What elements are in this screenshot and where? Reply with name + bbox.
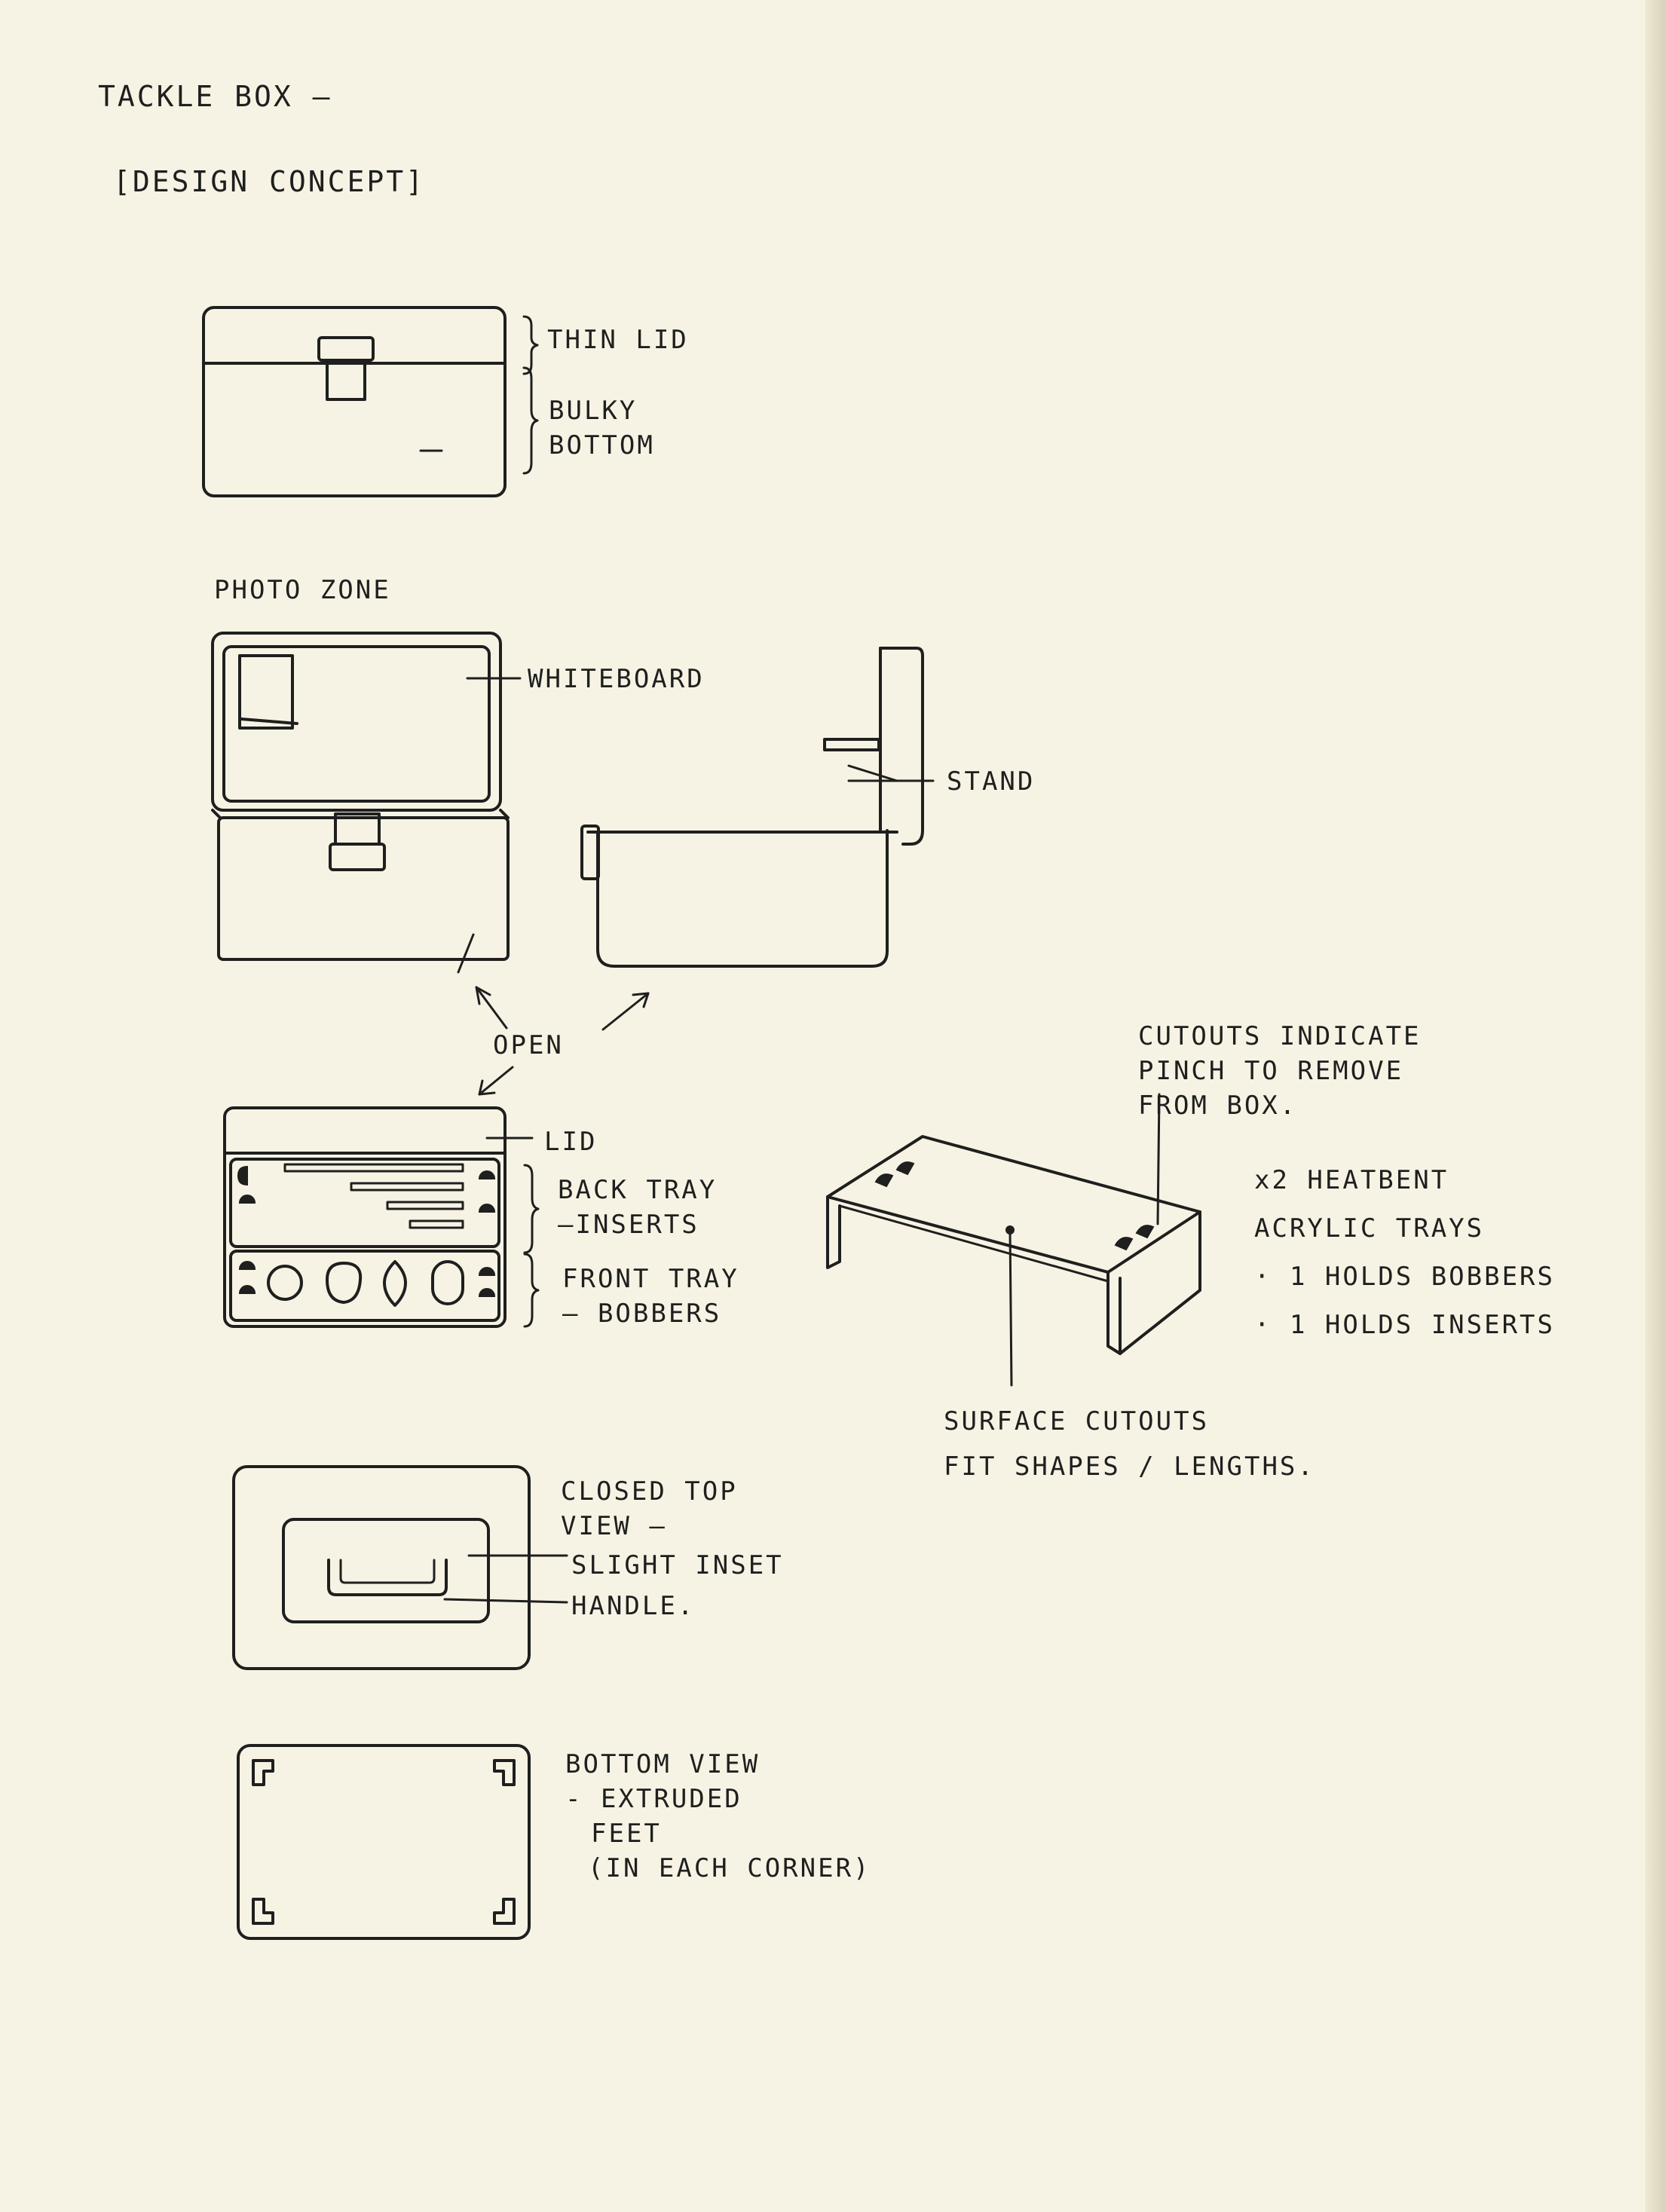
acrylic-tray-sketch	[826, 1093, 1201, 1387]
surface-note-line-1: SURFACE CUTOUTS	[944, 1406, 1210, 1436]
tray-layout-sketch	[223, 1106, 540, 1328]
photo-zone-label: PHOTO ZONE	[214, 575, 391, 605]
bottom-view-caption: BOTTOM VIEW - EXTRUDED FEET (IN EACH COR…	[565, 1747, 871, 1886]
tray-note-line-3: · 1 HOLDS BOBBERS	[1254, 1262, 1555, 1292]
cutouts-note-line-2: PINCH TO REMOVE	[1138, 1056, 1404, 1086]
slight-inset-label: SLIGHT INSET	[571, 1550, 784, 1580]
closed-top-line-2: VIEW —	[561, 1511, 667, 1541]
bulky-bottom-line-2: BOTTOM	[549, 430, 655, 460]
cutouts-note: CUTOUTS INDICATE PINCH TO REMOVE FROM BO…	[1138, 1019, 1422, 1123]
tray-note-line-4: · 1 HOLDS INSERTS	[1254, 1310, 1555, 1340]
front-tray-label: FRONT TRAY — BOBBERS	[562, 1262, 739, 1331]
bottom-view-line-2: - EXTRUDED	[565, 1784, 742, 1814]
open-label: OPEN	[493, 1030, 564, 1060]
lid-label: LID	[544, 1127, 598, 1157]
closed-top-line-1: CLOSED TOP	[561, 1476, 738, 1507]
closed-top-view-sketch	[232, 1465, 568, 1670]
closed-top-caption: CLOSED TOP VIEW —	[561, 1474, 738, 1544]
cutouts-note-line-1: CUTOUTS INDICATE	[1138, 1021, 1422, 1051]
tray-note-line-1: x2 HEATBENT	[1254, 1165, 1449, 1195]
bottom-view-line-1: BOTTOM VIEW	[565, 1749, 761, 1779]
front-tray-line-1: FRONT TRAY	[562, 1264, 739, 1294]
back-tray-line-2: —INSERTS	[558, 1210, 699, 1240]
page-edge	[1645, 0, 1665, 2212]
bottom-view-line-3: FEET	[591, 1819, 662, 1849]
closed-box-front-sketch	[202, 306, 539, 497]
bulky-bottom-line-1: BULKY	[549, 396, 638, 426]
cutouts-note-line-3: FROM BOX.	[1138, 1091, 1298, 1121]
back-tray-line-1: BACK TRAY	[558, 1175, 718, 1205]
tray-note-line-2: ACRYLIC TRAYS	[1254, 1213, 1485, 1244]
stand-label: STAND	[947, 766, 1036, 797]
open-box-whiteboard-sketch	[211, 632, 510, 961]
page-subtitle: [DESIGN CONCEPT]	[113, 165, 426, 198]
bulky-bottom-label: BULKY BOTTOM	[549, 393, 655, 463]
tray-note: x2 HEATBENT ACRYLIC TRAYS · 1 HOLDS BOBB…	[1254, 1156, 1555, 1349]
bottom-view-sketch	[237, 1744, 531, 1940]
whiteboard-label: WHITEBOARD	[528, 664, 705, 694]
back-tray-label: BACK TRAY —INSERTS	[558, 1173, 717, 1242]
handle-label: HANDLE.	[571, 1591, 696, 1621]
open-box-side-sketch	[580, 647, 924, 968]
front-tray-line-2: — BOBBERS	[562, 1299, 722, 1329]
surface-note: SURFACE CUTOUTS FIT SHAPES / LENGTHS.	[944, 1399, 1315, 1489]
open-arrows	[457, 933, 650, 1096]
page-title: TACKLE BOX —	[98, 80, 332, 113]
surface-note-line-2: FIT SHAPES / LENGTHS.	[944, 1452, 1315, 1482]
thin-lid-label: THIN LID	[547, 325, 689, 355]
bottom-view-line-4: (IN EACH CORNER)	[588, 1853, 871, 1883]
